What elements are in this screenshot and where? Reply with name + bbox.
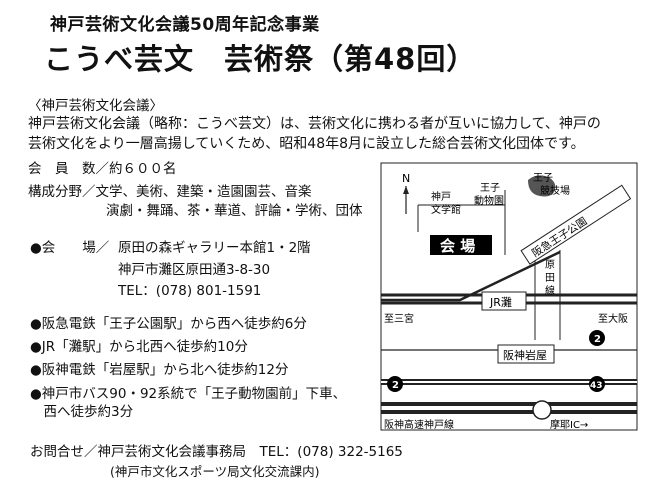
access-bus-cont: 西へ徒歩約3分	[30, 404, 134, 420]
org-composition-line-1: 構成分野／文学、美術、建築・造園園芸、音楽	[28, 184, 312, 200]
venue-marker-label: 会 場	[440, 237, 475, 255]
to-sannomiya: 至三宮	[384, 312, 414, 325]
org-members: 会 員 数／約６００名	[28, 161, 177, 177]
venue-tel: TEL：(078) 801-1591	[118, 283, 262, 299]
hankyu-track	[381, 250, 561, 302]
maya-ic-marker	[532, 400, 552, 420]
oji-stadium-label-1: 王子	[533, 172, 553, 184]
contact-line: お問合せ／神戸芸術文化会議事務局 TEL：(078) 322-5165	[30, 444, 403, 460]
venue-marker	[430, 235, 492, 255]
org-composition-line-2: 演劇・舞踊、茶・華道、評論・学術、団体	[106, 203, 363, 219]
north-arrow-head	[403, 186, 409, 194]
hankyu-line: 阪急王子公園	[520, 184, 632, 265]
access-hanshin: ●阪神電鉄「岩屋駅」から北へ徒歩約12分	[30, 362, 289, 378]
kobe-bungakukan-label-1: 神戸	[431, 190, 451, 203]
event-subtitle: 神戸芸術文化会議50周年記念事業	[50, 15, 320, 35]
oji-zoo-label-1: 王子	[480, 182, 500, 194]
oji-zoo-label-2: 動物園	[474, 194, 504, 207]
stadium-icon	[528, 175, 556, 197]
expressway-label: 阪神高速神戸線	[384, 418, 454, 431]
maya-ic-label: 摩耶IC→	[550, 418, 588, 431]
org-intro-line-1: 神戸芸術文化会議（略称：こうべ芸文）は、芸術文化に携わる者が互いに協力して、神戸…	[28, 116, 601, 132]
route-2-right-label: 2	[594, 334, 601, 345]
org-heading: 〈神戸芸術文化会議〉	[28, 98, 163, 114]
kobe-bungakukan-label-2: 文学館	[431, 203, 461, 216]
venue-label: ●会 場／	[30, 240, 110, 256]
north-label: N	[402, 172, 410, 185]
venue-name: 原田の森ギャラリー本館1・2階	[118, 240, 311, 256]
route-2-left-badge	[387, 376, 403, 392]
jr-nada-station	[481, 291, 527, 311]
org-intro: 神戸芸術文化会議（略称：こうべ芸文）は、芸術文化に携わる者が互いに協力して、神戸…	[28, 114, 601, 154]
harada-label-2: 田	[545, 273, 555, 284]
org-intro-line-2: 芸術文化をより一層高揚していくため、昭和48年8月に設立した総合芸術文化団体です…	[28, 136, 585, 152]
access-hankyu: ●阪急電鉄「王子公園駅」から西へ徒歩約6分	[30, 316, 307, 332]
contact-sub: (神戸市文化スポーツ局文化交流課内)	[110, 464, 320, 479]
route-43-badge	[589, 376, 605, 392]
hanshin-iwaya-label: 阪神岩屋	[503, 348, 547, 362]
harada-label-3: 線	[545, 284, 555, 297]
route-2-left-label: 2	[392, 380, 399, 391]
route-2-right-badge	[589, 330, 605, 346]
to-osaka: 至大阪	[598, 312, 628, 325]
access-bus: ●神戸市バス90・92系統で「王子動物園前」下車、	[30, 386, 347, 402]
hanshin-iwaya-station	[497, 344, 555, 364]
jr-nada-label: JR灘	[489, 296, 512, 309]
event-title: こうべ芸文 芸術祭（第48回）	[44, 42, 477, 76]
venue-address: 神戸市灘区原田通3-8-30	[118, 262, 271, 278]
route-43-label: 43	[590, 381, 603, 391]
access-jr: ●JR「灘駅」から北西へ徒歩約10分	[30, 339, 248, 355]
harada-label-1: 原	[545, 259, 555, 271]
oji-stadium-label-2: 競技場	[540, 184, 570, 197]
